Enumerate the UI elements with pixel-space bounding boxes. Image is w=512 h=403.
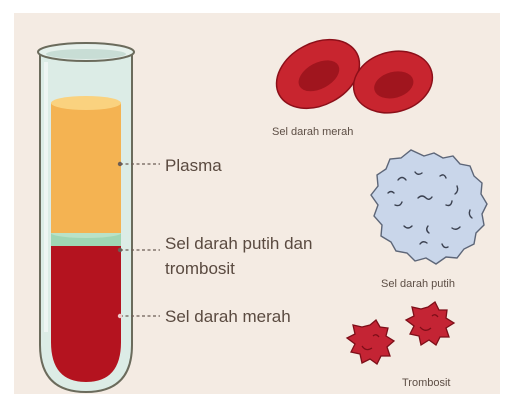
test-tube — [38, 43, 134, 392]
red-cell-layer — [51, 245, 121, 382]
plasma-layer — [51, 103, 121, 233]
white-blood-cell — [371, 150, 487, 264]
buffy-coat-label-line1: Sel darah putih dan — [165, 233, 312, 255]
wbc-caption: Sel darah putih — [381, 278, 455, 290]
plasma-label: Plasma — [165, 155, 222, 177]
platelets — [347, 302, 454, 364]
plasma-pointer-dot — [118, 162, 122, 166]
platelet-caption: Trombosit — [402, 377, 451, 389]
rbc-caption: Sel darah merah — [272, 126, 353, 138]
red-layer-label: Sel darah merah — [165, 306, 291, 328]
red-pointer-dot — [118, 314, 122, 318]
buffy-pointer-dot — [118, 248, 122, 252]
buffy-coat-label-line2: trombosit — [165, 258, 235, 280]
red-blood-cells — [265, 26, 440, 122]
